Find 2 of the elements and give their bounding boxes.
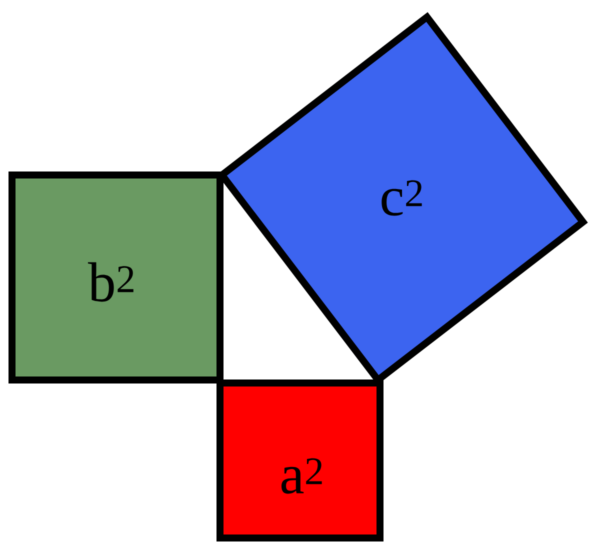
square: b$^{2}$ (8, 172, 224, 384)
square: a$^{2}$ (216, 380, 384, 542)
